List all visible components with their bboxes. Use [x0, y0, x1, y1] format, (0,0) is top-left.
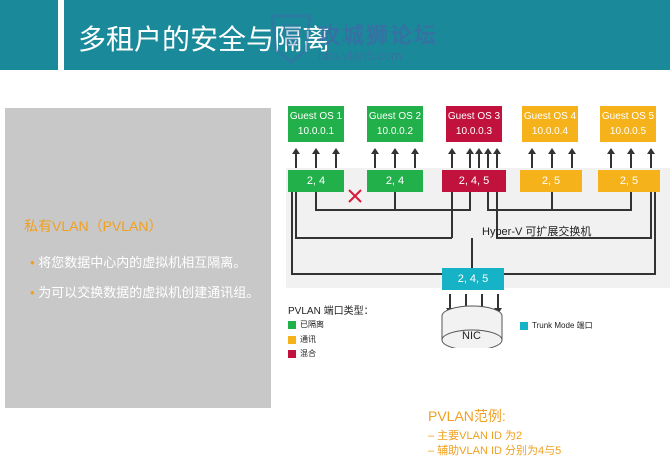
legend-title: PVLAN 端口类型： — [288, 306, 374, 317]
guest-os-3: Guest OS 3 10.0.0.3 — [446, 106, 502, 142]
legend-label: 通讯 — [300, 335, 316, 344]
legend-label: Trunk Mode 端口 — [532, 321, 593, 330]
legend-item: 通讯 — [288, 334, 316, 345]
guest-os-2: Guest OS 2 10.0.0.2 — [367, 106, 423, 142]
guest-ip: 10.0.0.3 — [455, 126, 493, 137]
guest-os-5: Guest OS 5 10.0.0.5 — [600, 106, 656, 142]
port-guest-5: 2, 5 — [598, 170, 660, 192]
bullet-item: • 为可以交换数据的虚拟机创建通讯组。 — [30, 285, 260, 300]
bullet-text: 将您数据中心内的虚拟机相互隔离。 — [38, 255, 247, 270]
switch-label: Hyper-V 可扩展交换机 — [482, 226, 592, 238]
panel-title: 私有VLAN（PVLAN） — [24, 218, 163, 234]
guest-ip: 10.0.0.5 — [609, 126, 647, 137]
nic-label: NIC — [462, 330, 481, 342]
trunk-port: 2, 4, 5 — [442, 268, 504, 290]
legend-item: 已隔离 — [288, 319, 324, 330]
legend-label: 混合 — [300, 349, 316, 358]
pvlan-diagram: Guest OS 1 10.0.0.1 Guest OS 2 10.0.0.2 Gu… — [282, 98, 670, 358]
legend-swatch — [288, 320, 296, 329]
slide-title: 多租户的安全与隔离 — [78, 24, 331, 55]
port-guest-4: 2, 5 — [520, 170, 582, 192]
header-bar — [64, 0, 670, 70]
guest-name: Guest OS 1 — [289, 111, 343, 122]
port-guest-3: 2, 4, 5 — [442, 170, 506, 192]
guest-os-4: Guest OS 4 10.0.0.4 — [522, 106, 578, 142]
guest-name: Guest OS 4 — [523, 111, 577, 122]
watermark-text: 攻城狮论坛 — [318, 23, 439, 48]
bullet-item: • 将您数据中心内的虚拟机相互隔离。 — [30, 255, 247, 270]
header-left-block — [0, 0, 58, 70]
examples-title: PVLAN范例: — [428, 408, 506, 424]
blocked-x-icon — [348, 189, 362, 203]
port-guest-1: 2, 4 — [288, 170, 344, 192]
guest-name: Guest OS 2 — [368, 111, 422, 122]
guest-os-1: Guest OS 1 10.0.0.1 — [288, 106, 344, 142]
guest-name: Guest OS 5 — [601, 111, 655, 122]
left-panel — [5, 108, 271, 408]
legend-swatch — [288, 349, 296, 358]
legend-item: 混合 — [288, 348, 316, 359]
guest-ip: 10.0.0.4 — [531, 126, 569, 137]
example-item: – 辅助VLAN ID 分别为4与5 — [428, 445, 562, 457]
guest-ip: 10.0.0.1 — [297, 126, 335, 137]
watermark-logo-icon — [270, 14, 312, 64]
bullet-text: 为可以交换数据的虚拟机创建通讯组。 — [38, 285, 260, 300]
legend-label: 已隔离 — [300, 320, 324, 329]
legend-swatch — [520, 321, 528, 330]
guest-name: Guest OS 3 — [447, 111, 501, 122]
watermark-url: bbs.vlan5.com — [318, 48, 402, 63]
example-item: – 主要VLAN ID 为2 — [428, 430, 523, 442]
guest-ip: 10.0.0.2 — [376, 126, 414, 137]
legend-swatch — [288, 335, 296, 344]
port-guest-2: 2, 4 — [367, 170, 423, 192]
trunk-legend: Trunk Mode 端口 — [520, 320, 593, 331]
